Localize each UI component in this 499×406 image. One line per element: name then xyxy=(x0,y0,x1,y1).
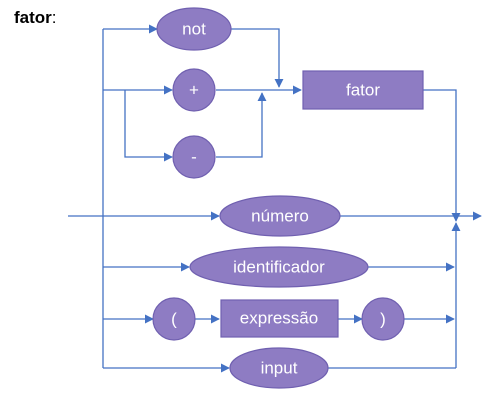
node-input: input xyxy=(229,347,329,389)
node-close-paren: ) xyxy=(361,297,405,341)
node-open-paren-label: ( xyxy=(171,310,177,329)
node-numero-label: número xyxy=(251,207,309,226)
title-text: fator xyxy=(14,8,52,27)
node-not-label: not xyxy=(182,20,206,39)
edge-minus-out xyxy=(216,92,267,158)
node-expressao: expressão xyxy=(220,299,339,338)
edge-not-out xyxy=(231,28,284,88)
node-numero: número xyxy=(219,195,341,237)
edge-fator-out xyxy=(423,89,461,222)
node-fator-label: fator xyxy=(346,81,380,100)
edge-to-minus xyxy=(124,90,173,162)
title-colon: : xyxy=(51,8,57,27)
node-plus: + xyxy=(172,68,216,112)
node-close-paren-label: ) xyxy=(380,310,386,329)
node-minus: - xyxy=(172,135,216,179)
node-identificador: identificador xyxy=(189,246,369,288)
node-input-label: input xyxy=(261,359,298,378)
node-plus-label: + xyxy=(189,81,199,100)
node-open-paren: ( xyxy=(152,297,196,341)
node-fator: fator xyxy=(302,70,424,110)
node-minus-label: - xyxy=(191,148,197,167)
edges xyxy=(68,24,482,373)
node-not: not xyxy=(156,7,232,51)
node-expressao-label: expressão xyxy=(240,309,318,328)
diagram-title: fator: xyxy=(14,8,57,28)
node-identificador-label: identificador xyxy=(233,258,325,277)
